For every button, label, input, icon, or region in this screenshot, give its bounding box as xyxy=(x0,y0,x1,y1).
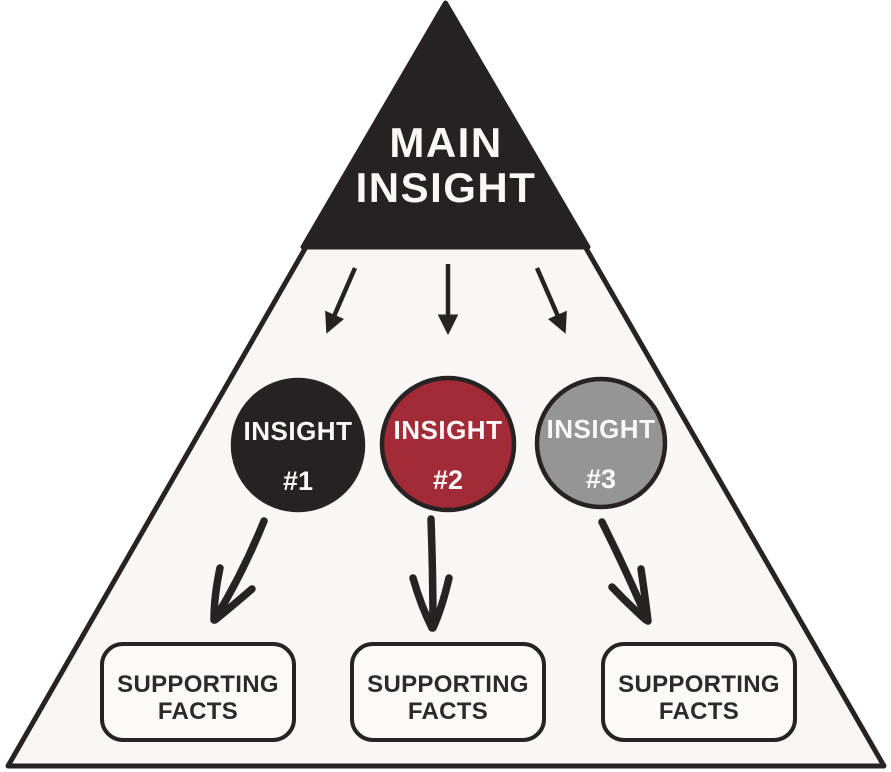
apex-label-line-2: INSIGHT xyxy=(356,164,537,211)
insight-3-number: #3 xyxy=(586,464,616,494)
flow-arrow-left-icon xyxy=(325,267,358,334)
supporting-facts-2-label-line1: SUPPORTING xyxy=(367,671,529,698)
insight-1-circle: INSIGHT #1 xyxy=(230,377,366,513)
insight-3-title: INSIGHT xyxy=(547,414,656,444)
insight-2-circle: INSIGHT #2 xyxy=(379,375,517,513)
supporting-facts-2-rect xyxy=(350,642,546,742)
supporting-facts-3-label-line2: FACTS xyxy=(659,698,739,725)
insight-3-circle-shape xyxy=(534,376,668,510)
supporting-facts-1-rect xyxy=(100,642,296,742)
flow-arrow-right-icon xyxy=(534,267,567,334)
supporting-facts-2-box: SUPPORTING FACTS xyxy=(350,642,546,742)
insight-3-circle: INSIGHT #3 xyxy=(534,376,668,510)
supporting-facts-3-label-line1: SUPPORTING xyxy=(618,671,780,698)
hand-arrow-3-icon xyxy=(598,518,652,625)
insight-2-number: #2 xyxy=(433,465,463,495)
supporting-facts-1-label-line1: SUPPORTING xyxy=(117,671,279,698)
supporting-facts-2-label-line2: FACTS xyxy=(408,698,488,725)
insight-2-title: INSIGHT xyxy=(394,415,503,445)
hand-arrow-2-icon xyxy=(409,515,453,632)
supporting-facts-3-box: SUPPORTING FACTS xyxy=(601,642,797,742)
supporting-facts-1-label-line2: FACTS xyxy=(158,698,238,725)
apex-label-line-1: MAIN xyxy=(389,119,502,166)
insight-2-circle-shape xyxy=(379,375,517,513)
apex-block xyxy=(300,0,591,250)
supporting-facts-1-box: SUPPORTING FACTS xyxy=(100,642,296,742)
insight-1-circle-shape xyxy=(230,377,366,513)
hand-arrow-1-icon xyxy=(210,517,268,624)
supporting-facts-3-rect xyxy=(601,642,797,742)
insight-1-number: #1 xyxy=(283,466,313,496)
insight-1-title: INSIGHT xyxy=(244,416,353,446)
